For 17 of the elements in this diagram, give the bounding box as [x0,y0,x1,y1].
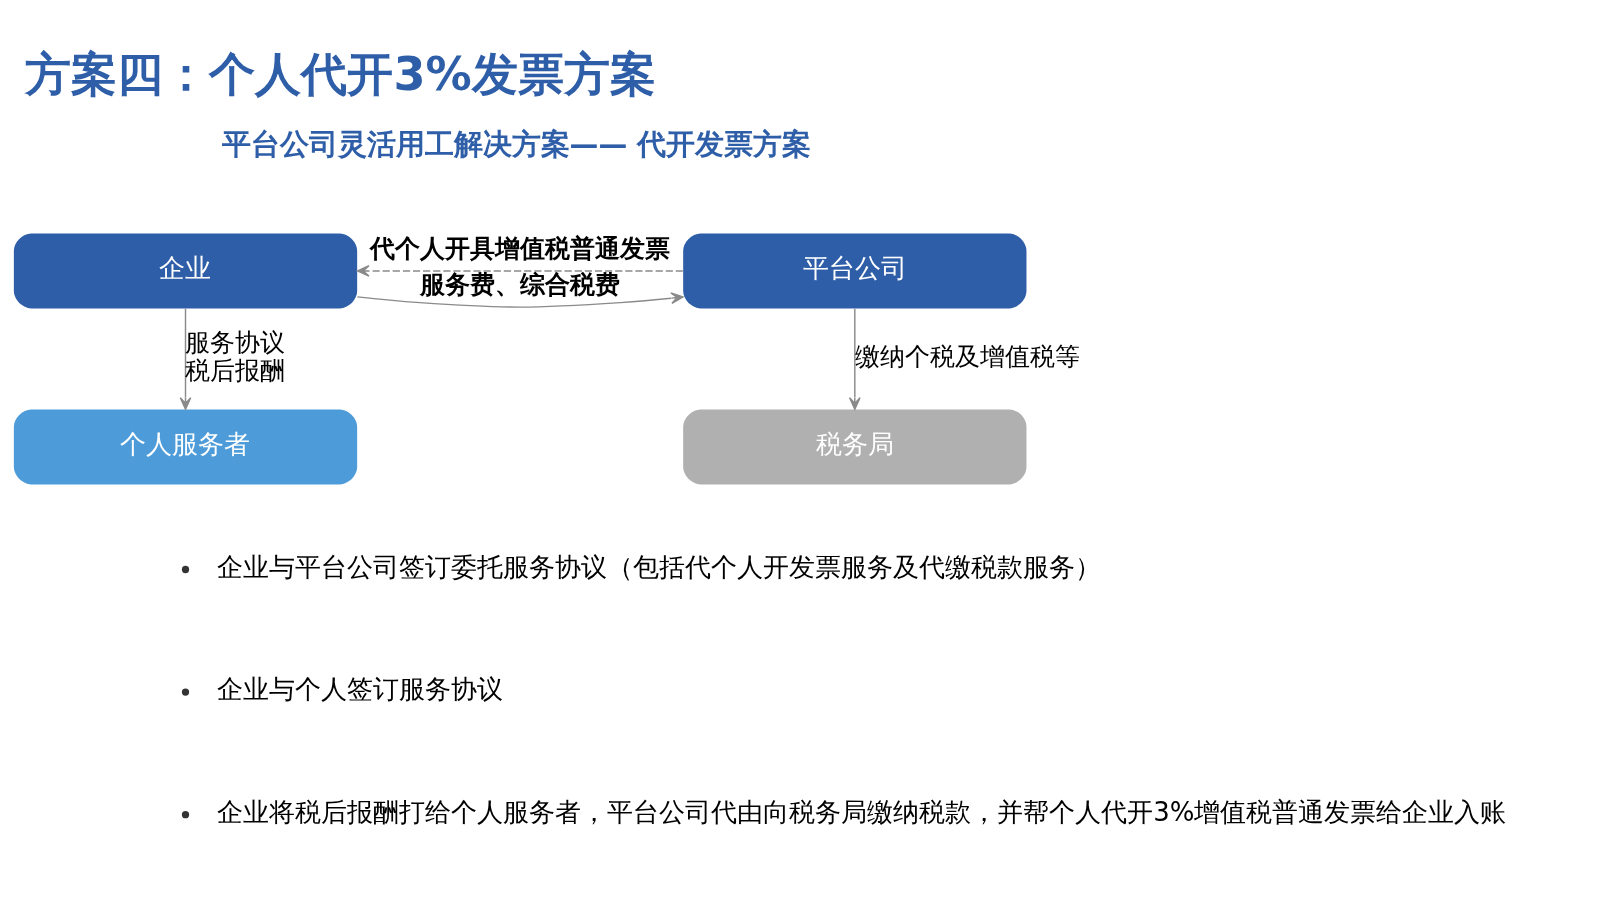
arrow [356,264,684,277]
label: 企业与个人签订服务协议 [217,673,504,704]
label: 企业将税后报酬打给个人服务者，平台公司代由向税务局缴纳税款，并帮个人代开3%增值税普通发票给企业入账 [217,796,1507,827]
arrow [356,291,684,308]
label: 企业与平台公司签订委托服务协议（包括代个人开发票服务及代缴税款服务） [217,551,1102,582]
edge-label: 服务费、综合税费 [419,269,620,299]
node-box: 企业 [13,232,358,308]
arrow [848,307,861,410]
node-box: 平台公司 [683,232,1027,308]
edge-label: 缴纳个税及增值税等 [854,341,1080,371]
label: 平台公司灵活用工解决方案—— 代开发票方案 [221,126,812,161]
diagram-title: 方案四：个人代开3%发票方案 [25,46,656,101]
edge-label: 服务协议税后报酬 [185,327,286,385]
node-box: 个人服务者 [13,408,358,484]
node-box: 税务局 [683,408,1027,484]
edge-label: 代个人开具增值税普通发票 [370,233,671,263]
arrow [179,307,192,410]
